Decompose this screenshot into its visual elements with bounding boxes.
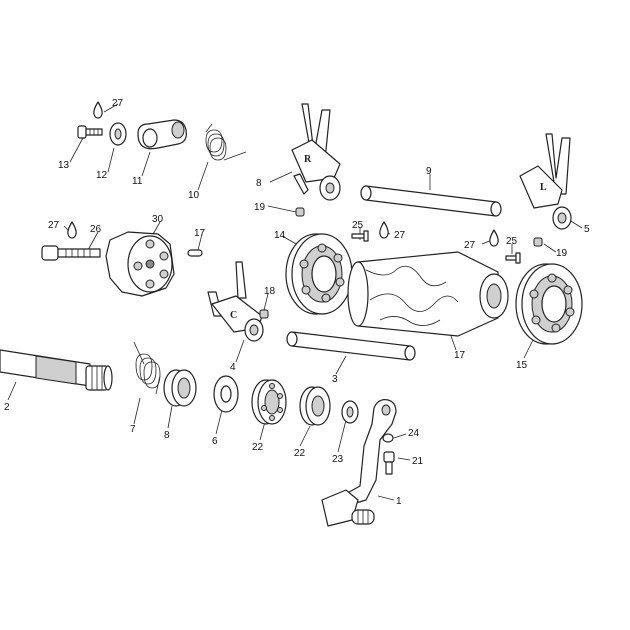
- callout-label: 21: [412, 456, 424, 467]
- dowel-pin-part: [187, 249, 203, 257]
- callout-label: 27: [464, 240, 476, 251]
- callout-label: 18: [264, 286, 276, 297]
- grease-drop-icon: [93, 101, 103, 119]
- callout-label: 19: [556, 248, 568, 259]
- grease-drop-icon: [67, 221, 77, 239]
- callout-label: 8: [256, 178, 262, 189]
- selector-lever-part: [137, 119, 187, 150]
- callout-label: 27: [394, 230, 406, 241]
- long-bolt-part: [41, 245, 101, 261]
- pin-part: [259, 309, 269, 319]
- lever-bolt-part: [383, 451, 395, 475]
- callout-label: 27: [48, 220, 60, 231]
- pin-part: [533, 237, 543, 247]
- callout-label: 30: [152, 214, 164, 225]
- fork-shaft-lower-part: [286, 331, 416, 361]
- ball-bearing-part: [299, 386, 331, 426]
- callout-label: 14: [274, 230, 286, 241]
- callout-label: 19: [254, 202, 266, 213]
- callout-label: 25: [352, 220, 364, 231]
- callout-label: 17: [454, 350, 466, 361]
- pin-part: [295, 207, 305, 217]
- callout-label: 17: [194, 228, 206, 239]
- callout-label: 7: [130, 424, 136, 435]
- callout-label: 23: [332, 454, 344, 465]
- callout-label: 24: [408, 428, 420, 439]
- callout-label: 2: [4, 402, 10, 413]
- callout-label: 3: [332, 374, 338, 385]
- gear-shift-lever-part: [321, 399, 397, 527]
- shift-fork-right-part: R: [291, 103, 341, 201]
- bearing-right-part: [515, 263, 583, 345]
- thrust-washer-part: [213, 375, 239, 413]
- callout-label: 12: [96, 170, 108, 181]
- callout-label: 1: [396, 496, 402, 507]
- lever-washer-part: [382, 433, 394, 443]
- callout-label: 5: [584, 224, 590, 235]
- shift-fork-left-part: L: [519, 133, 572, 230]
- return-spring-part: [133, 341, 161, 395]
- small-screw-part: [351, 230, 369, 242]
- callout-label: 11: [132, 176, 143, 187]
- grease-drop-icon: [489, 229, 499, 247]
- callout-label: 27: [112, 98, 124, 109]
- callout-labels: 27 13 12 11 10 8 19 9 5 27 26 30 17 14 2…: [4, 98, 590, 507]
- shift-shaft-part: [0, 349, 113, 391]
- fork-letter-l: L: [540, 182, 547, 193]
- bearing-left-part: [285, 233, 353, 315]
- callout-label: 4: [230, 362, 236, 373]
- callout-label: 8: [164, 430, 170, 441]
- callout-label: 6: [212, 436, 218, 447]
- star-wheel-part: [105, 231, 175, 297]
- shift-drum-part: [347, 251, 509, 337]
- fork-letter-r: R: [304, 154, 312, 165]
- callout-label: 25: [506, 236, 518, 247]
- callout-label: 10: [188, 190, 200, 201]
- fork-letter-c: C: [230, 310, 237, 321]
- fork-shaft-upper-part: [360, 185, 502, 217]
- callout-label: 13: [58, 160, 70, 171]
- small-screw-part: [505, 252, 521, 264]
- small-washer-part: [341, 400, 359, 424]
- callout-label: 22: [252, 442, 264, 453]
- callout-label: 9: [426, 166, 432, 177]
- torsion-spring-part: [205, 123, 247, 161]
- washer-part: [109, 122, 127, 146]
- callout-label: 22: [294, 448, 306, 459]
- screw-part: [77, 125, 103, 139]
- shift-fork-center-part: C: [207, 261, 264, 342]
- bushing-part: [163, 369, 197, 407]
- grease-drop-icon: [379, 221, 389, 239]
- needle-bearing-part: [251, 379, 287, 425]
- callout-label: 15: [516, 360, 528, 371]
- callout-label: 26: [90, 224, 102, 235]
